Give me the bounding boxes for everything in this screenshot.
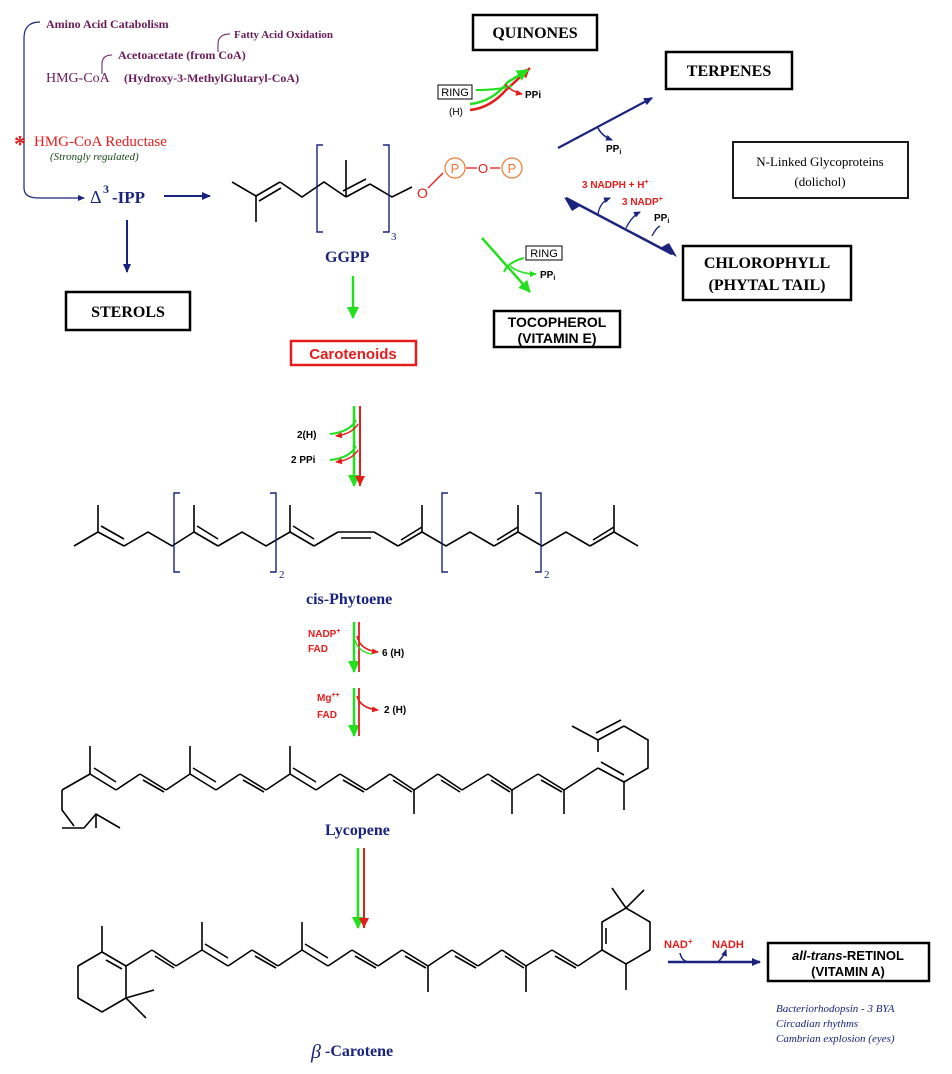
svg-text:RING: RING xyxy=(530,248,558,260)
ggpp-structure: 3 O P O P GGPP xyxy=(231,144,523,266)
ggpp-label: GGPP xyxy=(325,249,370,266)
acetoacetate-label: Acetoacetate (from CoA) xyxy=(118,48,246,62)
carotenoids-box: Carotenoids xyxy=(289,339,418,367)
tocopherol-reaction: RING PPi xyxy=(481,237,563,293)
quinones-box: QUINONES xyxy=(471,13,599,52)
svg-text:2: 2 xyxy=(279,569,285,581)
retinol-reaction: NAD+ NADH xyxy=(664,937,761,966)
feed-bracket xyxy=(23,21,85,201)
sterols-box: STEROLS xyxy=(64,290,192,332)
asterisk-marker: * xyxy=(14,132,26,158)
svg-text:STEROLS: STEROLS xyxy=(91,304,165,321)
phytoene-synthase-step: 2(H) 2 PPi xyxy=(291,406,365,487)
phytoene-desaturase-step: NADP+ FAD 6 (H) xyxy=(308,622,404,673)
svg-text:O: O xyxy=(417,185,428,201)
note-3: Cambrian explosion (eyes) xyxy=(776,1033,895,1045)
svg-text:PPi: PPi xyxy=(606,144,621,156)
quinones-reaction: RING (H) PPi xyxy=(437,67,541,118)
beta-carotene-structure: β -Carotene xyxy=(77,887,651,1063)
amino-acid-catabolism-label: Amino Acid Catabolism xyxy=(46,17,169,31)
chlorophyll-reaction: 3 NADPH + H+ 3 NADP+ PPi xyxy=(564,179,677,257)
svg-text:(dolichol): (dolichol) xyxy=(794,174,845,189)
tocopherol-box: TOCOPHEROL (VITAMIN E) xyxy=(492,309,622,349)
chlorophyll-box: CHLOROPHYLL (PHYTAL TAIL) xyxy=(681,244,853,302)
glycoproteins-box: N-Linked Glycoproteins (dolichol) xyxy=(732,141,909,199)
lycopene-cyclase-step xyxy=(352,848,369,929)
lycopene-step: Mg++ FAD 2 (H) xyxy=(317,688,406,737)
svg-text:PPi: PPi xyxy=(525,90,541,101)
svg-text:N-Linked Glycoproteins: N-Linked Glycoproteins xyxy=(756,154,883,169)
beta-carotene-label: β -Carotene xyxy=(310,1041,393,1063)
svg-text:3: 3 xyxy=(391,231,397,243)
svg-text:β: β xyxy=(310,1041,321,1063)
svg-text:3 NADP+: 3 NADP+ xyxy=(622,196,663,208)
hmg-coa-full-label: (Hydroxy-3-MethylGlutaryl-CoA) xyxy=(124,71,299,85)
svg-text:PPi: PPi xyxy=(654,213,669,225)
svg-text:-IPP: -IPP xyxy=(112,188,145,207)
svg-text:Carotenoids: Carotenoids xyxy=(309,346,397,363)
svg-text:O: O xyxy=(478,161,488,176)
svg-text:Δ: Δ xyxy=(90,187,102,207)
svg-text:FAD: FAD xyxy=(308,644,328,655)
phytoene-label: cis-Phytoene xyxy=(306,591,392,608)
svg-text:(VITAMIN E): (VITAMIN E) xyxy=(517,330,596,346)
svg-text:2 PPi: 2 PPi xyxy=(291,455,316,466)
note-2: Circadian rhythms xyxy=(776,1018,858,1030)
hmg-coa-reductase-label: HMG-CoA Reductase xyxy=(34,134,167,150)
svg-text:TERPENES: TERPENES xyxy=(687,63,772,80)
phytoene-structure: 2 2 cis-Phytoene xyxy=(73,492,639,608)
regulated-label: (Strongly regulated) xyxy=(50,151,139,163)
svg-text:Mg++: Mg++ xyxy=(317,692,340,704)
terpenes-box: TERPENES xyxy=(664,50,794,91)
svg-text:2 (H): 2 (H) xyxy=(384,705,406,716)
svg-text:2: 2 xyxy=(544,569,550,581)
phosphate-1-circle xyxy=(444,157,466,179)
svg-text:QUINONES: QUINONES xyxy=(492,25,577,42)
svg-text:RING: RING xyxy=(441,87,469,99)
svg-text:(H): (H) xyxy=(449,107,463,118)
svg-text:CHLOROPHYLL: CHLOROPHYLL xyxy=(704,255,830,272)
svg-text:NADH: NADH xyxy=(712,939,744,951)
svg-text:2(H): 2(H) xyxy=(297,430,316,441)
precursor-feed: Amino Acid Catabolism Fatty Acid Oxidati… xyxy=(14,17,333,273)
phosphate-2-circle xyxy=(501,157,523,179)
retinol-notes: Bacteriorhodopsin - 3 BYA Circadian rhyt… xyxy=(776,1003,895,1045)
svg-text:P: P xyxy=(451,161,460,176)
retinol-box: all-trans-RETINOL (VITAMIN A) xyxy=(766,941,931,983)
svg-text:NAD+: NAD+ xyxy=(664,937,693,951)
ipp-label: Δ 3 -IPP xyxy=(90,182,145,207)
fatty-acid-bracket xyxy=(217,33,231,52)
svg-text:TOCOPHEROL: TOCOPHEROL xyxy=(508,314,607,330)
note-1: Bacteriorhodopsin - 3 BYA xyxy=(776,1003,895,1015)
svg-text:6 (H): 6 (H) xyxy=(382,648,404,659)
hmg-coa-label: HMG-CoA xyxy=(46,71,111,86)
svg-text:NADP+: NADP+ xyxy=(308,628,340,640)
svg-text:(PHYTAL TAIL): (PHYTAL TAIL) xyxy=(709,277,826,294)
lycopene-label: Lycopene xyxy=(325,822,390,839)
acetoacetate-bracket xyxy=(101,54,113,74)
terpenes-reaction: PPi xyxy=(557,97,653,156)
svg-text:-Carotene: -Carotene xyxy=(325,1043,393,1060)
svg-text:3: 3 xyxy=(103,182,109,196)
fatty-acid-oxidation-label: Fatty Acid Oxidation xyxy=(234,29,333,41)
svg-text:P: P xyxy=(508,161,517,176)
svg-text:all-trans-RETINOL: all-trans-RETINOL xyxy=(792,948,904,963)
svg-text:3 NADPH + H+: 3 NADPH + H+ xyxy=(582,179,649,191)
svg-text:PPi: PPi xyxy=(540,270,555,282)
svg-text:FAD: FAD xyxy=(317,710,337,721)
lycopene-structure: Lycopene xyxy=(61,719,649,839)
svg-text:(VITAMIN A): (VITAMIN A) xyxy=(811,964,885,979)
